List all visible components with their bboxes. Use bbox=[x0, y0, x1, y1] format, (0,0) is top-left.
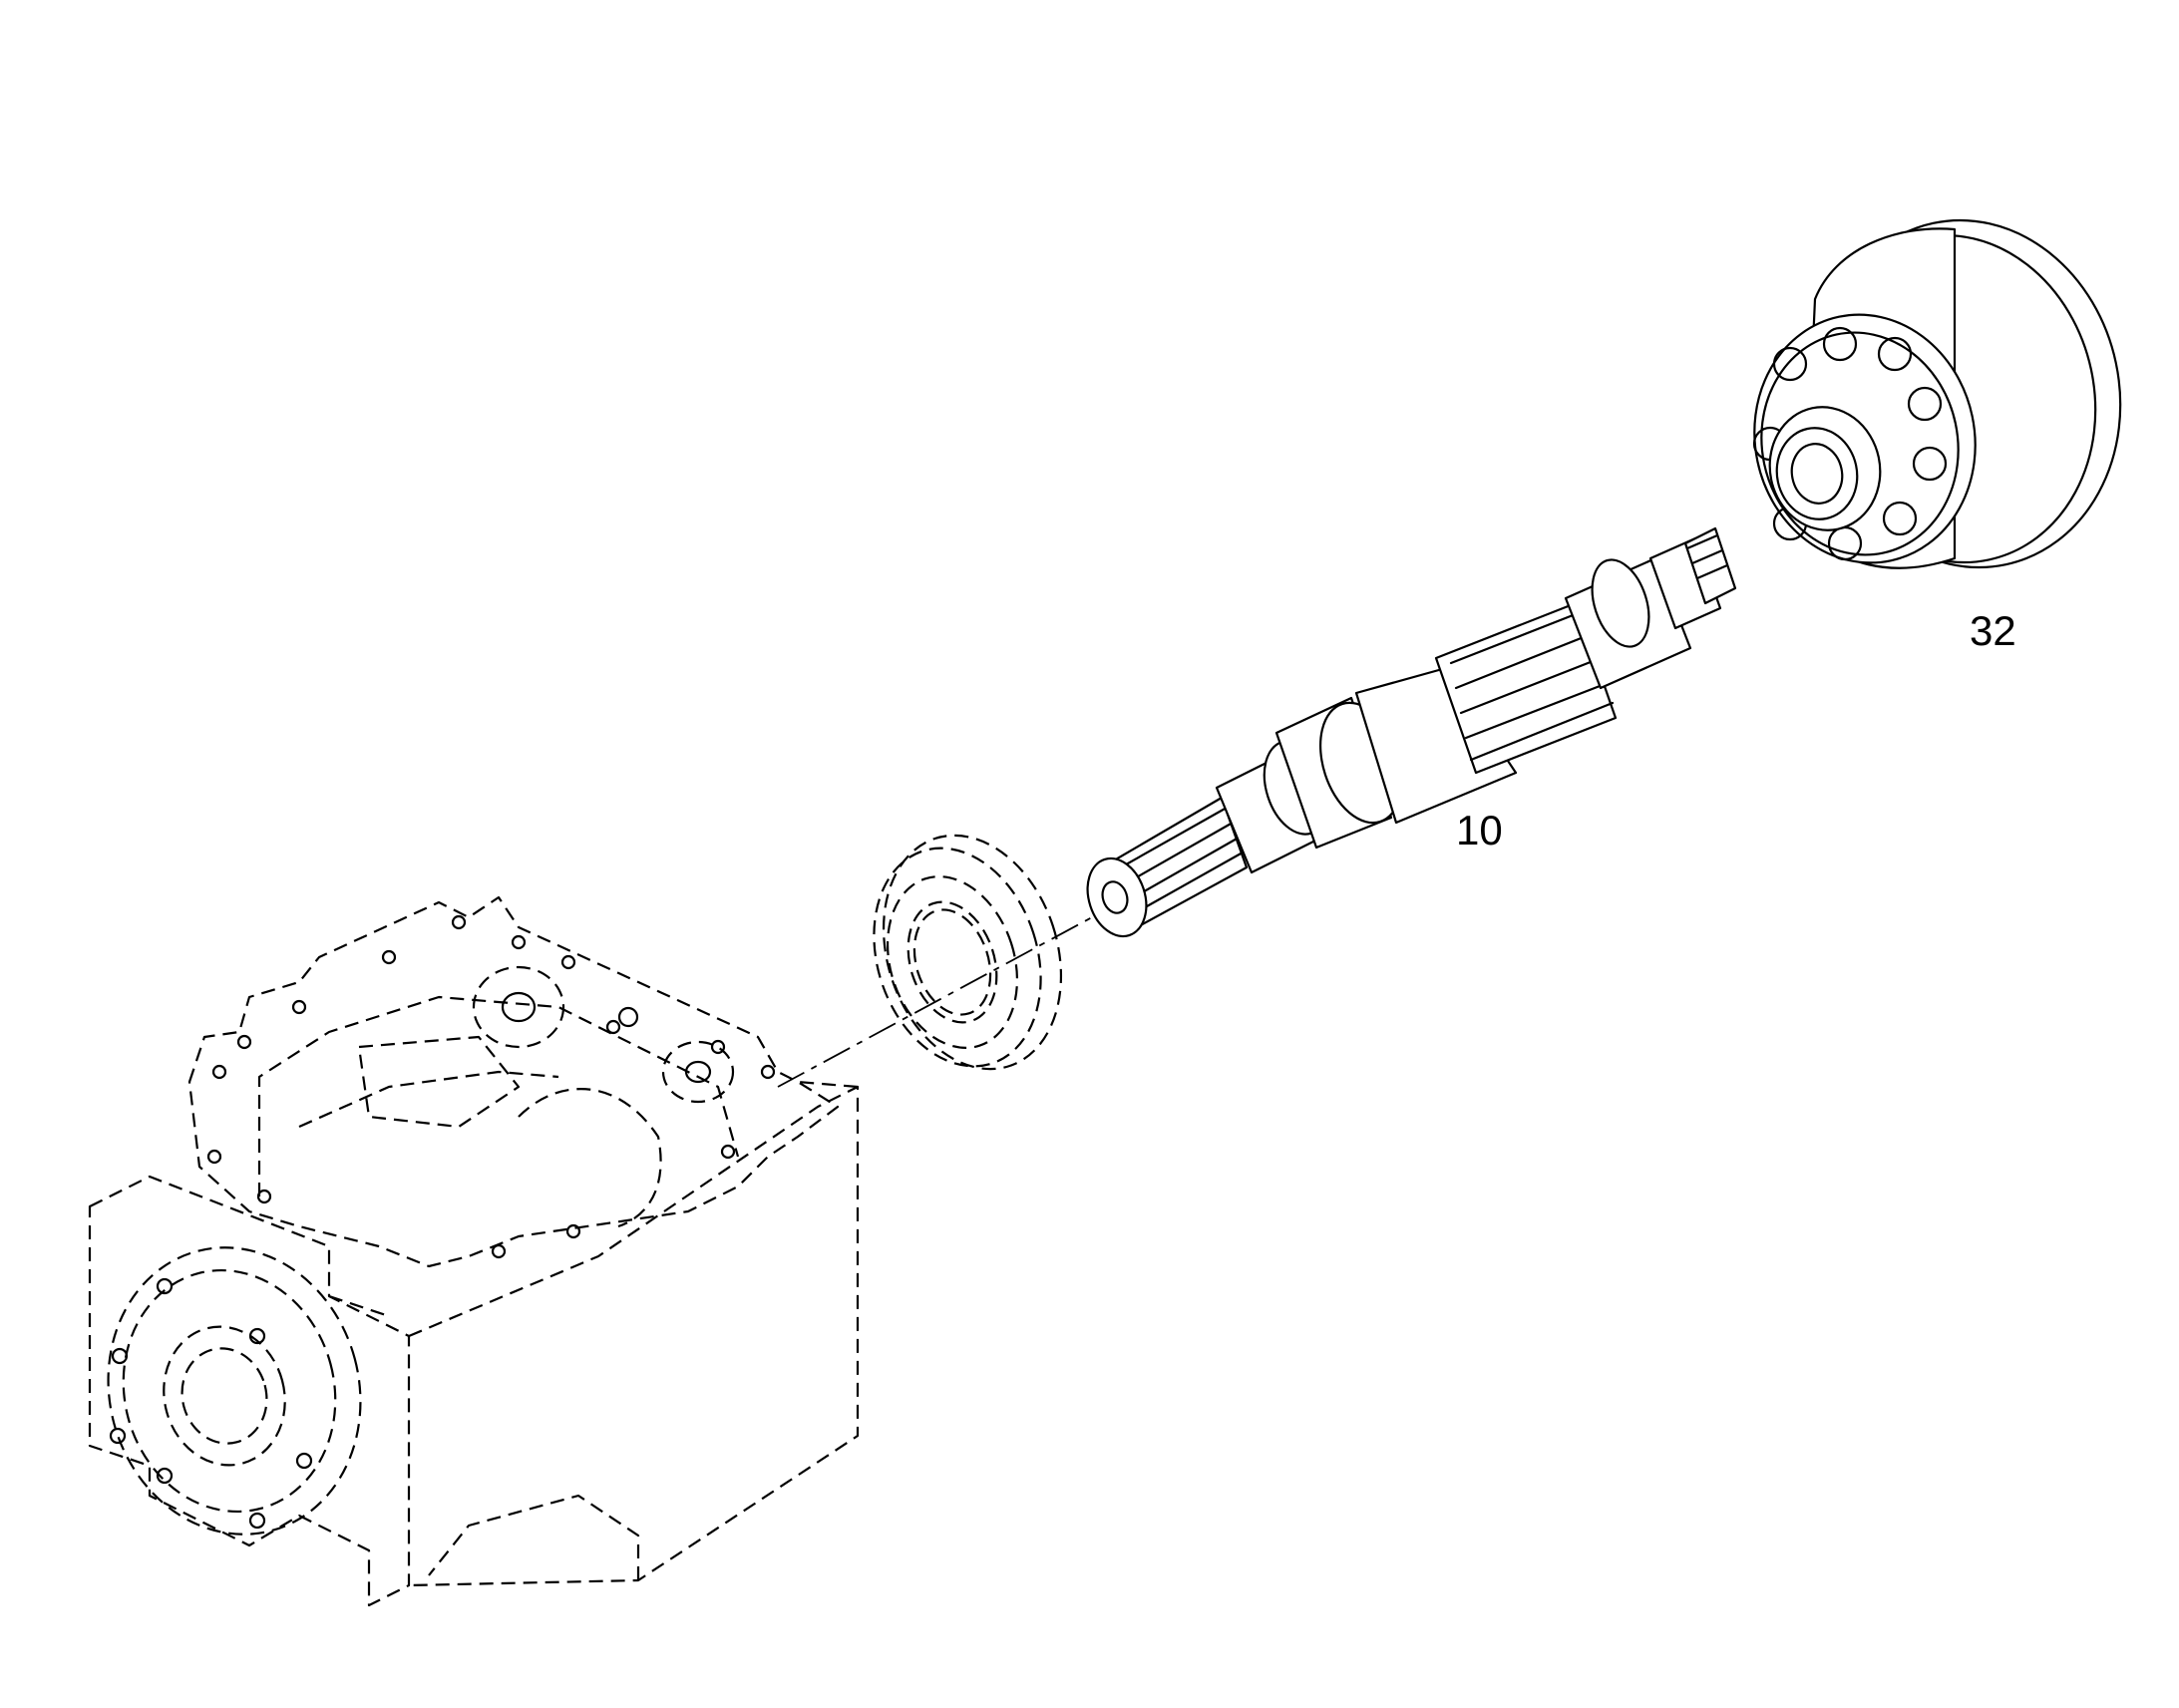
callout-part-32: 32 bbox=[1970, 607, 2016, 654]
bearing bbox=[873, 834, 1063, 1071]
cylinder-block bbox=[1752, 218, 2122, 569]
gearbox-housing bbox=[88, 895, 860, 1607]
drive-shaft bbox=[1086, 526, 1737, 938]
callout-part-10: 10 bbox=[1456, 807, 1503, 854]
